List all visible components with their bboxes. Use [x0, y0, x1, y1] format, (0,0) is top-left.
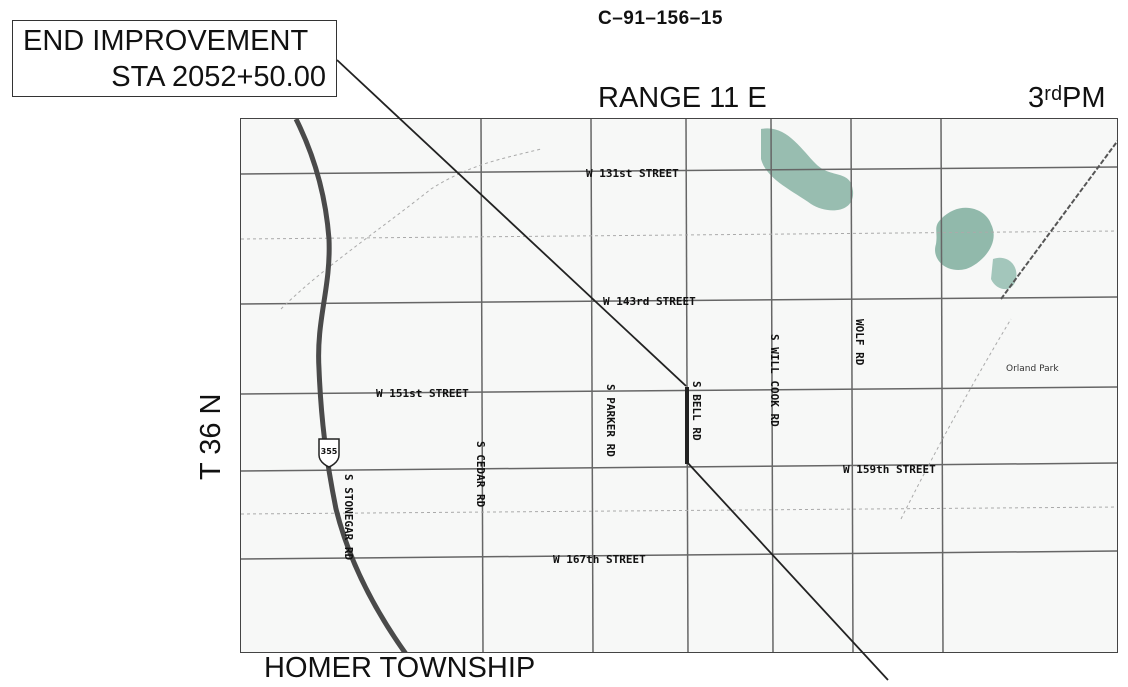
road-parker [590, 119, 594, 652]
label-167th-street: W 167th STREET [553, 553, 646, 566]
range-label: RANGE 11 E [598, 82, 767, 114]
road-167th [241, 550, 1117, 560]
meridian-label: 3ʳᵈPM [1028, 82, 1106, 114]
contract-code: C–91–156–15 [598, 8, 723, 29]
label-parker-rd: S PARKER RD [604, 384, 617, 457]
interstate-number: 355 [321, 447, 338, 456]
label-stonegar-rd: S STONEGAR RD [342, 474, 355, 560]
end-improvement-callout: END IMPROVEMENT STA 2052+50.00 [12, 20, 337, 97]
road-131st [241, 166, 1117, 175]
label-143rd-street: W 143rd STREET [603, 295, 696, 308]
label-131st-street: W 131st STREET [586, 167, 679, 180]
label-orland-park: Orland Park [1006, 364, 1059, 374]
label-wolf-rd: WOLF RD [853, 319, 866, 366]
label-cedar-rd: S CEDAR RD [474, 441, 487, 508]
label-151st-street: W 151st STREET [376, 387, 469, 400]
label-bell-rd: S BELL RD [690, 381, 703, 441]
location-map: 355 W 131st STREET W 143rd STREET W 151s… [240, 118, 1118, 653]
road-mid-south [241, 506, 1117, 515]
map-svg: 355 W 131st STREET W 143rd STREET W 151s… [241, 119, 1117, 652]
road-151st [241, 386, 1117, 395]
callout-station: STA 2052+50.00 [111, 61, 326, 93]
label-159th-street: W 159th STREET [843, 463, 936, 476]
road-east [940, 119, 944, 652]
label-willcook-rd: S WILL COOK RD [768, 334, 781, 427]
road-bell [685, 119, 689, 652]
road-159th [241, 462, 1117, 472]
callout-title: END IMPROVEMENT [23, 25, 309, 57]
lake-east [935, 207, 994, 270]
road-grid [241, 119, 1117, 652]
road-wolf [850, 119, 854, 652]
diagonal-road-east [900, 318, 1012, 520]
railroad-ne [1000, 140, 1117, 300]
township-label: T 36 N [195, 393, 227, 480]
homer-township-label: HOMER TOWNSHIP [264, 652, 536, 684]
interstate-shield-icon: 355 [318, 438, 340, 468]
lake-east-small [991, 257, 1017, 290]
diagonal-road-west [280, 148, 542, 310]
interstate-355 [293, 119, 408, 652]
road-cedar [480, 119, 484, 652]
